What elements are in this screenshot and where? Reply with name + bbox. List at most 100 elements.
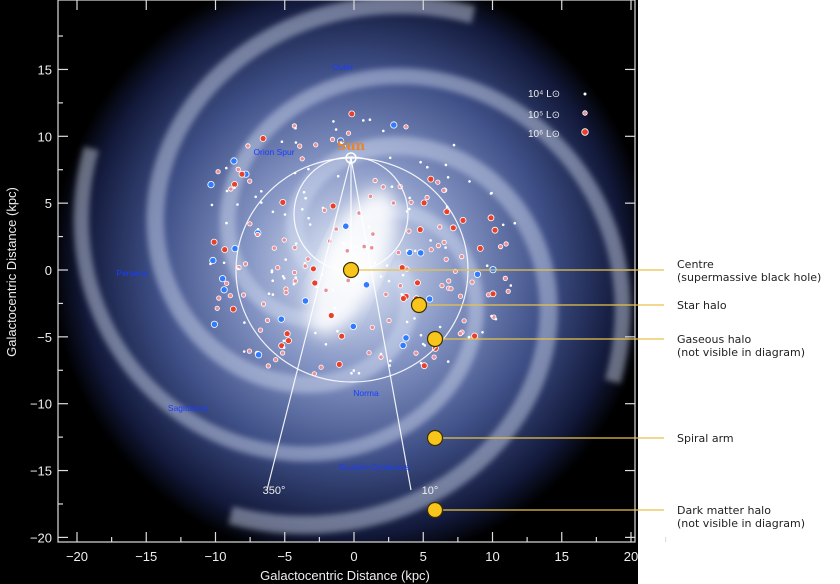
cluster-dot: [282, 339, 286, 343]
cluster-dot: [372, 177, 378, 184]
cluster-dot: [399, 295, 407, 302]
cluster-dot: [349, 322, 357, 330]
cluster-dot: [257, 327, 264, 333]
cluster-dot: [294, 276, 298, 279]
cluster-dot: [345, 277, 351, 283]
cluster-dot: [386, 317, 392, 324]
cluster-dot: [236, 203, 239, 206]
cluster-dot: [369, 245, 375, 251]
cluster-dot: [313, 142, 319, 148]
arm-label-outer: Outer: [332, 62, 353, 72]
cluster-dot: [219, 275, 227, 283]
cluster-dot: [338, 332, 346, 340]
cluster-dot: [389, 359, 392, 363]
cluster-dot: [304, 196, 307, 200]
cluster-dot: [210, 238, 218, 246]
cluster-dot: [344, 248, 350, 254]
cluster-dot: [281, 237, 287, 243]
cluster-dot: [271, 279, 275, 283]
annotation-subtitle: (supermassive black hole): [677, 271, 822, 284]
cluster-dot: [428, 247, 434, 253]
cluster-dot: [243, 321, 246, 324]
arm-label-perseus: Perseus: [116, 268, 147, 278]
cluster-dot: [357, 371, 361, 375]
cluster-dot: [406, 228, 412, 234]
x-tick-label: −20: [66, 549, 88, 564]
annotation-title: Spiral arm: [677, 432, 734, 445]
cluster-dot: [331, 289, 335, 292]
cluster-dot: [242, 350, 246, 353]
annotation-centre: Centre (supermassive black hole): [677, 258, 821, 284]
cluster-dot: [242, 261, 249, 267]
legend-label-1e4: 10⁴ L⊙: [528, 89, 560, 100]
cluster-dot: [225, 221, 228, 225]
cluster-dot: [229, 305, 237, 313]
legend-marker-1e5: [582, 110, 588, 116]
legend-marker-1e4: [583, 92, 587, 96]
y-tick-label: 10: [38, 129, 52, 144]
annotation-title: Star halo: [677, 299, 727, 312]
cluster-dot: [283, 330, 291, 338]
marker-centre: [342, 261, 360, 279]
cluster-dot: [277, 315, 285, 323]
cluster-dot: [491, 226, 499, 234]
cluster-dot: [256, 228, 260, 231]
cluster-dot: [332, 120, 335, 123]
cluster-dot: [390, 200, 397, 206]
cluster-dot: [323, 287, 329, 293]
cluster-dot: [419, 333, 423, 337]
spiral-arm: [219, 68, 631, 384]
cluster-dot: [452, 143, 456, 147]
x-tick-label: 5: [420, 549, 427, 564]
cluster-dot: [210, 203, 214, 207]
cluster-dot: [336, 329, 339, 333]
cluster-dot: [221, 246, 229, 254]
cluster-dot: [413, 350, 419, 356]
cluster-dot: [220, 286, 228, 294]
annotation-title: Dark matter halo: [677, 504, 771, 517]
cluster-dot: [270, 269, 274, 272]
cluster-dot: [299, 156, 305, 162]
cluster-dot: [417, 249, 425, 257]
cluster-dot: [294, 126, 297, 130]
y-tick-label: 5: [45, 196, 52, 211]
cluster-dot: [408, 196, 412, 200]
cluster-dot: [485, 264, 489, 268]
cluster-dot: [413, 317, 416, 320]
cluster-dot: [329, 202, 337, 210]
cluster-dot: [334, 128, 338, 131]
spiral-arm: [228, 136, 558, 535]
marker-star-halo: [410, 296, 428, 314]
cluster-dot: [408, 207, 411, 211]
cluster-dot: [401, 273, 405, 277]
cluster-dot: [339, 141, 343, 144]
cluster-dot: [444, 246, 447, 249]
cluster-dot: [214, 305, 220, 311]
cluster-dot: [291, 269, 298, 276]
cluster-dot: [260, 201, 263, 204]
cluster-dot: [362, 281, 371, 289]
annotation-subtitle: (not visible in diagram): [677, 517, 806, 530]
cluster-dot: [281, 275, 285, 278]
cluster-dot: [247, 178, 253, 184]
marker-spiral-arm: [426, 429, 444, 447]
cluster-dot: [505, 288, 511, 294]
cluster-dot: [259, 135, 267, 142]
cluster-dot: [335, 360, 343, 368]
cluster-dot: [279, 198, 287, 206]
x-axis-label: Galactocentric Distance (kpc): [260, 568, 430, 583]
sun-marker: [345, 152, 357, 164]
x-tick-label: −10: [204, 549, 226, 564]
arm-label-sagittarius: Sagittarius: [168, 403, 208, 413]
cluster-dot: [318, 364, 324, 370]
cluster-dot: [228, 186, 234, 192]
sun-label: Sun: [337, 139, 366, 154]
cluster-dot: [342, 222, 350, 230]
cluster-dot: [267, 292, 271, 296]
cluster-dot: [383, 291, 389, 297]
cluster-dot: [210, 320, 218, 328]
spiral-arm: [146, 0, 476, 394]
cluster-dot: [246, 348, 252, 354]
annotation-title: Gaseous halo: [677, 333, 752, 346]
